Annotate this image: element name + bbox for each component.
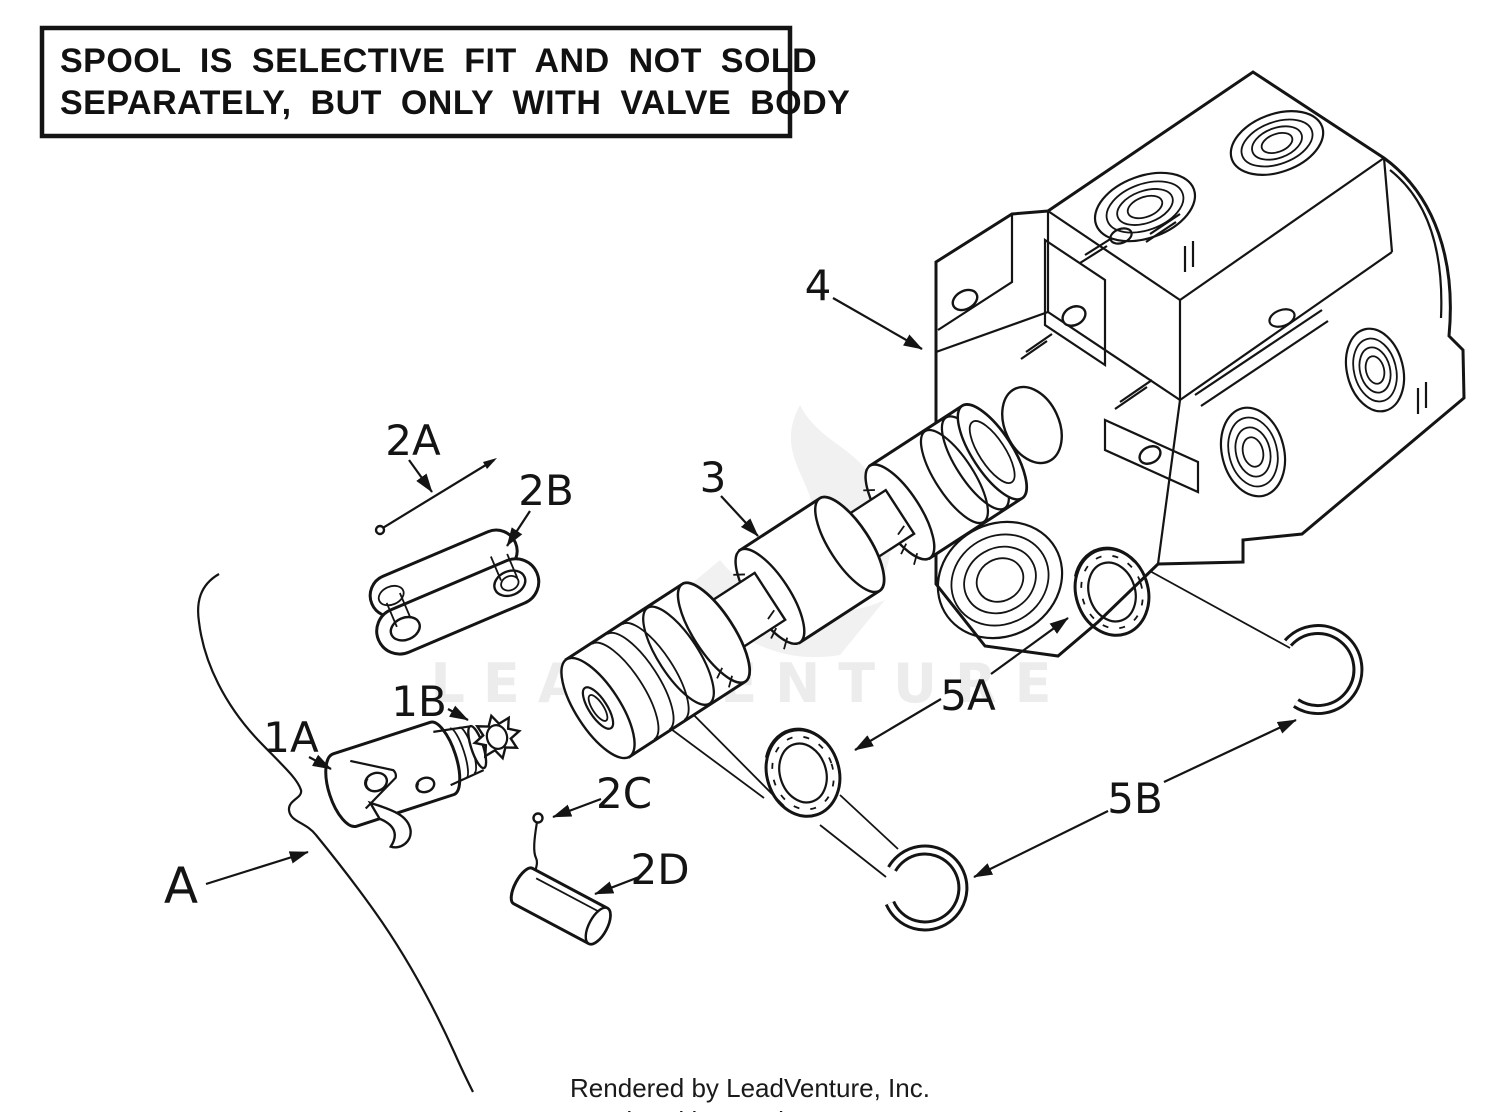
clevis-pin-2d-drawing	[509, 866, 612, 946]
link-2b-drawing	[368, 528, 541, 656]
note-line-1: SPOOL IS SELECTIVE FIT AND NOT SOLD	[60, 42, 817, 80]
snap-ring-5b-upper	[1283, 624, 1364, 715]
spool-drawing	[560, 403, 1028, 760]
label-5b: 5B	[1107, 774, 1163, 823]
arrow-2d	[594, 875, 640, 896]
valve-body-silhouette	[934, 70, 1466, 658]
arrow-a	[205, 850, 309, 886]
note-line-2: SEPARATELY, BUT ONLY WITH VALVE BODY	[60, 84, 850, 122]
label-1b: 1B	[391, 677, 447, 726]
arrow-3	[720, 495, 759, 537]
arrow-5b-up	[1163, 719, 1297, 783]
label-2a: 2A	[385, 416, 441, 465]
snap-ring-5b-lower	[884, 844, 969, 932]
valve-body-edges	[935, 157, 1443, 565]
arrow-2c	[552, 797, 602, 819]
valve-body-drawing	[934, 70, 1466, 658]
hatch-marks	[1020, 213, 1428, 414]
spool-face-ticks	[716, 489, 919, 688]
label-1a: 1A	[263, 713, 319, 762]
label-2d: 2D	[630, 845, 689, 894]
top-face-threaded-holes	[1093, 110, 1325, 243]
pin-2a-drawing	[374, 458, 497, 536]
label-3: 3	[700, 453, 727, 502]
label-5a: 5A	[940, 671, 996, 720]
arrow-5a-up	[990, 617, 1069, 675]
arrow-5b-down	[973, 810, 1109, 878]
label-2c: 2C	[596, 769, 652, 818]
label-2b: 2B	[518, 466, 574, 515]
arrow-2b	[506, 510, 531, 547]
arrow-5a-down	[854, 698, 942, 751]
callout-arrows	[205, 297, 1297, 896]
footer-credit-clipped: Rendered by LeadVenture, Inc.	[570, 1106, 930, 1112]
arrow-2a	[408, 459, 433, 493]
footer-credit: Rendered by LeadVenture, Inc.	[570, 1073, 930, 1103]
arrow-1a	[308, 754, 332, 770]
mounting-bracket	[937, 214, 1200, 494]
label-a: A	[164, 857, 198, 915]
arrow-1b	[447, 705, 469, 721]
arrow-4	[832, 297, 923, 350]
clevis-1a-drawing	[324, 720, 488, 849]
o-ring-5a-lower	[764, 727, 842, 818]
label-4: 4	[805, 261, 832, 310]
small-oval-hole	[1268, 308, 1296, 328]
note-box: SPOOL IS SELECTIVE FIT AND NOT SOLD SEPA…	[39, 25, 850, 139]
cable-curve-a	[197, 573, 474, 1093]
star-washer-1b-drawing	[472, 713, 522, 761]
o-ring-5a-upper	[1073, 546, 1151, 637]
side-threaded-holes	[936, 327, 1406, 640]
part-labels: 4 3 2A 2B 1A 1B 2C 2D A 5A 5B	[164, 261, 1163, 915]
